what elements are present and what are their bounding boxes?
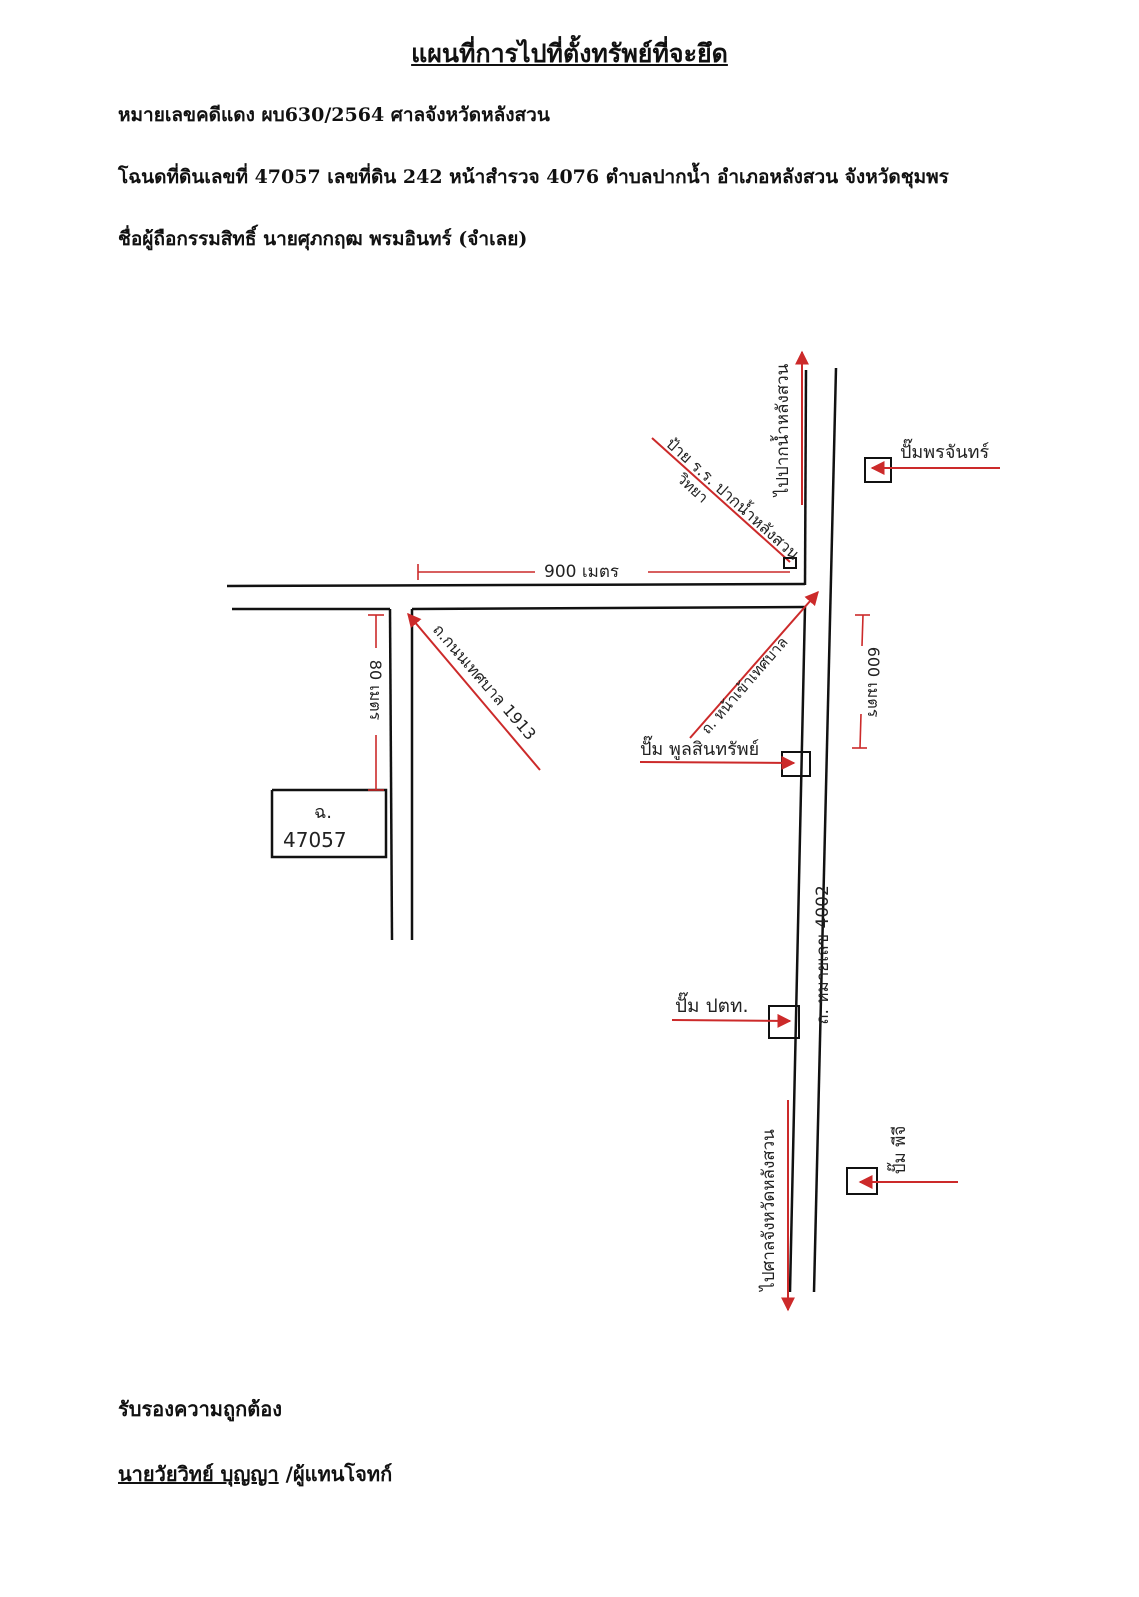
distance-left-label: 80 เมตร [366, 660, 385, 721]
pump-2-label: ปั๊ม พูลสินทรัพย์ [640, 735, 759, 760]
municipal-side-road [388, 608, 414, 941]
highway-label: ถ. หมายเลข 4002 [813, 885, 833, 1025]
distance-top-label: 900 เมตร [544, 562, 619, 582]
junction-road-arrow [689, 590, 819, 739]
pump-3-marker [768, 1005, 800, 1039]
land-parcel: ฉ. 47057 [270, 788, 388, 859]
junction-road-label: ถ. หน้าเข้าเทศบาล [697, 633, 791, 737]
case-number-line: หมายเลขคดีแดง ผบ630/2564 ศาลจังหวัดหลังส… [118, 104, 550, 126]
signer-name: นายวัยวิทย์ บุญญา [118, 1462, 279, 1486]
pump-2-arrow [639, 755, 796, 770]
deed-line: โฉนดที่ดินเลขที่ 47057 เลขที่ดิน 242 หน้… [118, 166, 949, 188]
to-north-label: ไปปากน้ำหลังสวน [770, 363, 793, 498]
distance-right [852, 614, 870, 749]
signer-role: /ผู้แทนโจทก์ [278, 1462, 393, 1486]
parcel-number: 47057 [283, 828, 347, 852]
municipal-road-label: ถ.กนนเทศบาล 1913 [429, 620, 540, 744]
highway-4002 [788, 367, 838, 1293]
school-sign-pointer [651, 437, 791, 563]
pump-3-label: ปั๊ม ปตท. [675, 992, 749, 1017]
owner-line: ชื่อผู้ถือกรรมสิทธิ์ นายศุภกฤฒ พรมอินทร์… [118, 228, 528, 250]
distance-right-label: 600 เมตร [864, 647, 883, 718]
distance-top [417, 564, 790, 580]
parcel-label: ฉ. [314, 802, 332, 823]
signer-line: นายวัยวิทย์ บุญญา /ผู้แทนโจทก์ [118, 1458, 392, 1490]
to-south-label: ไปศาลจังหวัดหลังสวน [758, 1129, 779, 1293]
pump-1-label: ปั๊มพรจันทร์ [900, 438, 990, 463]
page-title: แผนที่การไปที่ตั้งทรัพย์ที่จะยึด [411, 39, 728, 68]
distance-left [368, 614, 384, 791]
pump-2-marker [781, 751, 811, 777]
horizontal-road [226, 582, 806, 611]
certify-line: รับรองความถูกต้อง [118, 1397, 282, 1421]
pump-3-arrow [671, 1013, 792, 1028]
pump-1-marker [864, 457, 892, 483]
municipal-road-arrow [407, 612, 541, 771]
pump-4-label: ปั๊ม พีจี [886, 1126, 910, 1175]
school-sign-marker [783, 557, 797, 569]
